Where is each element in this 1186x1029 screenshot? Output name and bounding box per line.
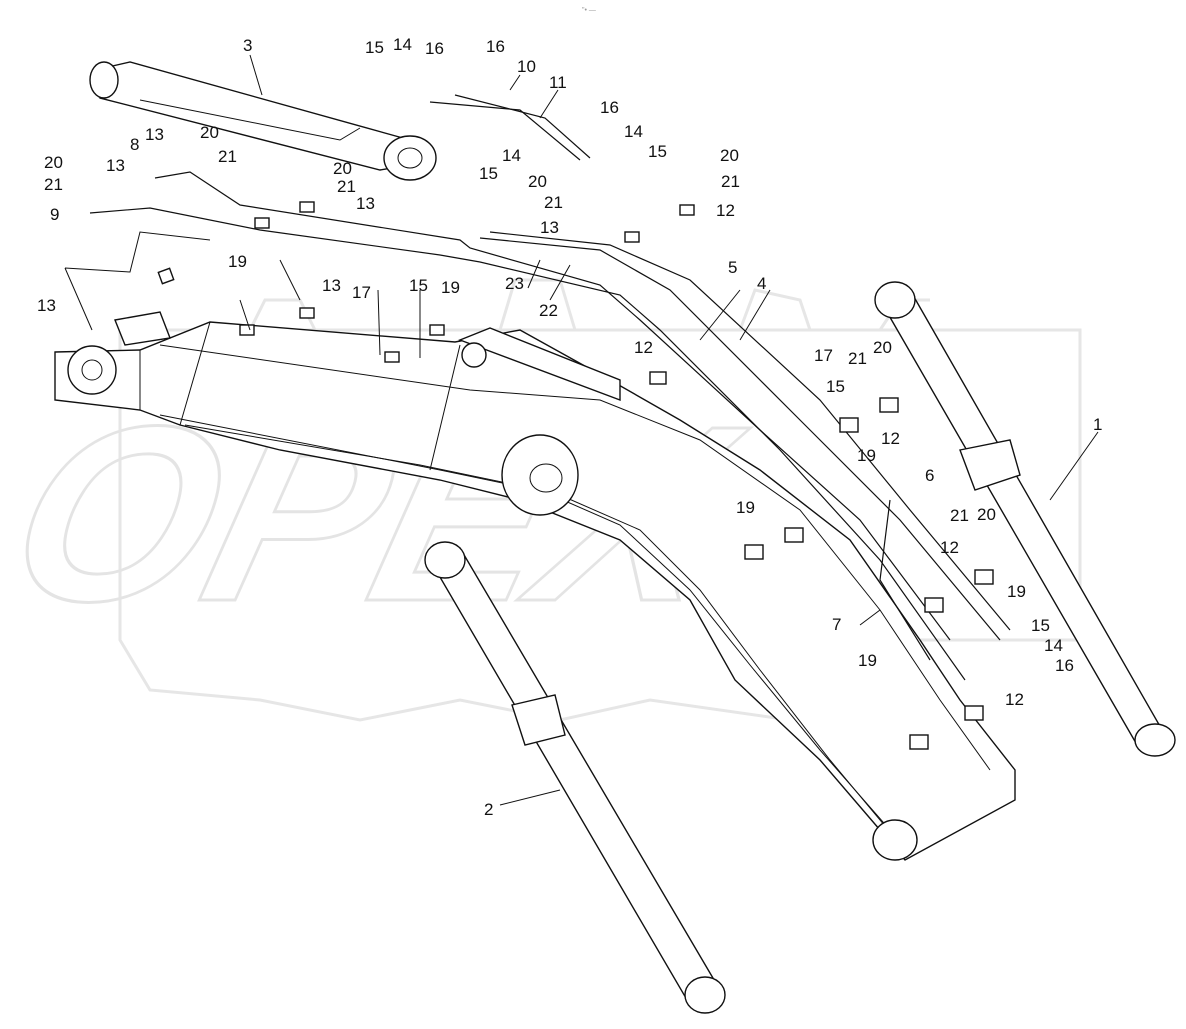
callout-3: 3 [243,36,252,55]
callout-2: 2 [484,800,493,819]
callout-19: 19 [736,498,755,517]
cylinder-1 [874,281,1176,757]
callout-15: 15 [648,142,667,161]
callout-8: 8 [130,135,139,154]
callout-4: 4 [757,274,766,293]
callout-15: 15 [479,164,498,183]
leader-lines [64,54,1099,806]
callout-5: 5 [728,258,737,277]
callout-16: 16 [486,37,505,56]
callout-16: 16 [1055,656,1074,675]
callout-14: 14 [1044,636,1063,655]
callout-14: 14 [502,146,521,165]
callout-21: 21 [337,177,356,196]
clamp-parts [157,201,994,750]
callout-21: 21 [44,175,63,194]
callout-20: 20 [528,172,547,191]
boom-body [54,311,1016,861]
callout-7: 7 [832,615,841,634]
callout-22: 22 [539,301,558,320]
callout-20: 20 [720,146,739,165]
callout-21: 21 [218,147,237,166]
callout-13: 13 [540,218,559,237]
callout-12: 12 [716,201,735,220]
callout-20: 20 [200,123,219,142]
callout-labels: 3 15 14 16 16 10 11 16 14 15 14 15 8 13 … [37,35,1102,819]
callout-16: 16 [425,39,444,58]
callout-19: 19 [1007,582,1026,601]
callout-13: 13 [37,296,56,315]
callout-19: 19 [857,446,876,465]
callout-21: 21 [950,506,969,525]
callout-11: 11 [549,73,567,92]
callout-14: 14 [393,35,412,54]
callout-13: 13 [145,125,164,144]
cylinder-2 [424,541,726,1014]
callout-6: 6 [925,466,934,485]
callout-15: 15 [1031,616,1050,635]
callout-20: 20 [44,153,63,172]
callout-14: 14 [624,122,643,141]
callout-12: 12 [881,429,900,448]
callout-20: 20 [333,159,352,178]
cylinder-3 [89,61,437,181]
callout-12: 12 [940,538,959,557]
callout-23: 23 [505,274,524,293]
callout-21: 21 [848,349,867,368]
callout-10: 10 [517,57,536,76]
callout-21: 21 [721,172,740,191]
callout-15: 15 [409,276,428,295]
callout-13: 13 [322,276,341,295]
callout-15: 15 [365,38,384,57]
callout-9: 9 [50,205,59,224]
callout-17: 17 [814,346,833,365]
callout-19: 19 [228,252,247,271]
header-mark: "• — [582,7,596,14]
callout-15: 15 [826,377,845,396]
callout-12: 12 [1005,690,1024,709]
callout-13: 13 [106,156,125,175]
hose-lines [89,94,1011,681]
callout-17: 17 [352,283,371,302]
callout-13: 13 [356,194,375,213]
callout-19: 19 [441,278,460,297]
callout-20: 20 [977,505,996,524]
callout-12: 12 [634,338,653,357]
callout-20: 20 [873,338,892,357]
callout-21: 21 [544,193,563,212]
callout-16: 16 [600,98,619,117]
callout-1: 1 [1093,415,1102,434]
callout-19: 19 [858,651,877,670]
